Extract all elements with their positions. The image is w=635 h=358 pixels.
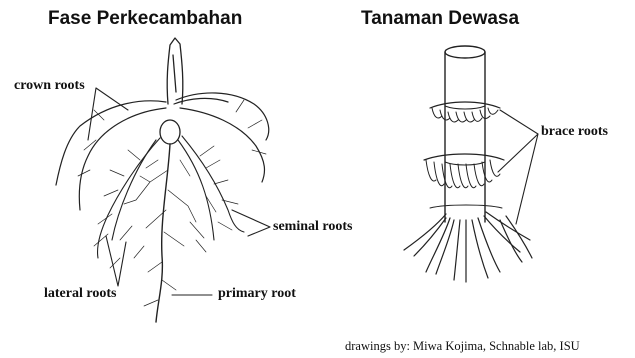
label-primary-root: primary root xyxy=(218,286,296,302)
brace-roots-lower xyxy=(404,205,532,282)
seed xyxy=(160,120,180,144)
mature-plant-drawing xyxy=(404,46,538,282)
title-mature-plant: Tanaman Dewasa xyxy=(361,8,519,30)
primary-root-drawing xyxy=(156,144,170,322)
brace-whorl-upper xyxy=(430,102,500,122)
title-seedling-stage: Fase Perkecambahan xyxy=(48,8,242,30)
drawing-credit: drawings by: Miwa Kojima, Schnable lab, … xyxy=(345,339,580,354)
label-lateral-roots: lateral roots xyxy=(44,286,116,302)
seminal-roots-drawing xyxy=(97,136,244,258)
seedling-shoot xyxy=(167,38,183,104)
label-brace-roots: brace roots xyxy=(541,124,608,140)
brace-whorl-middle xyxy=(424,154,504,188)
lateral-roots-drawing xyxy=(78,100,266,306)
stalk xyxy=(445,46,485,222)
label-crown-roots: crown roots xyxy=(14,78,85,94)
label-seminal-roots: seminal roots xyxy=(273,219,352,235)
brace-leader-lines xyxy=(498,110,538,224)
seedling-drawing xyxy=(56,38,270,322)
